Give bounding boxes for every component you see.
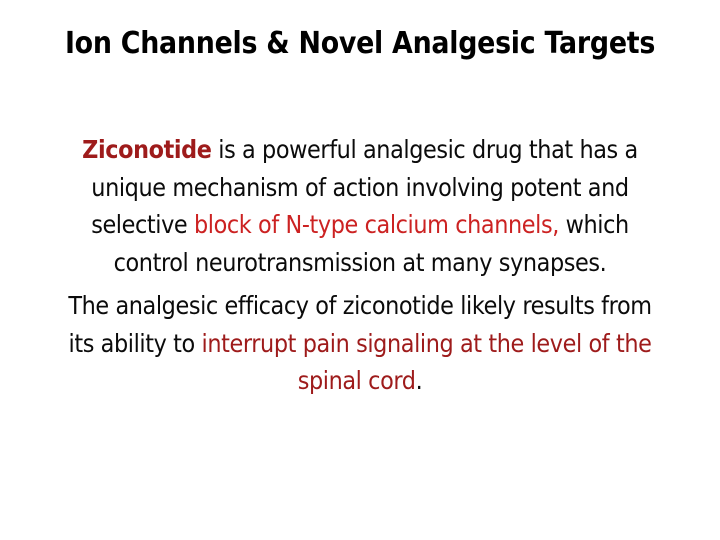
slide-title: Ion Channels & Novel Analgesic Targets <box>64 26 656 61</box>
body-paragraph-2: The analgesic efficacy of ziconotide lik… <box>57 287 662 400</box>
paragraph-1-run-4: which control neurotransmission at many … <box>113 210 630 277</box>
body-paragraph-1: Ziconotide is a powerful analgesic drug … <box>57 131 662 281</box>
paragraph-1-run-1: Ziconotide <box>82 135 212 164</box>
slide-body-text: Ziconotide is a powerful analgesic drug … <box>57 131 662 400</box>
paragraph-2-run-3: . <box>415 366 423 395</box>
paragraph-2-run-2: interrupt pain signaling at the level of… <box>201 328 652 396</box>
paragraph-2-run-1: The analgesic efficacy of ziconotide lik… <box>68 291 652 358</box>
paragraph-1-run-3: block of N-type calcium channels, <box>193 210 559 239</box>
paragraph-1-run-2: is a powerful analgesic drug that has a … <box>91 135 638 239</box>
